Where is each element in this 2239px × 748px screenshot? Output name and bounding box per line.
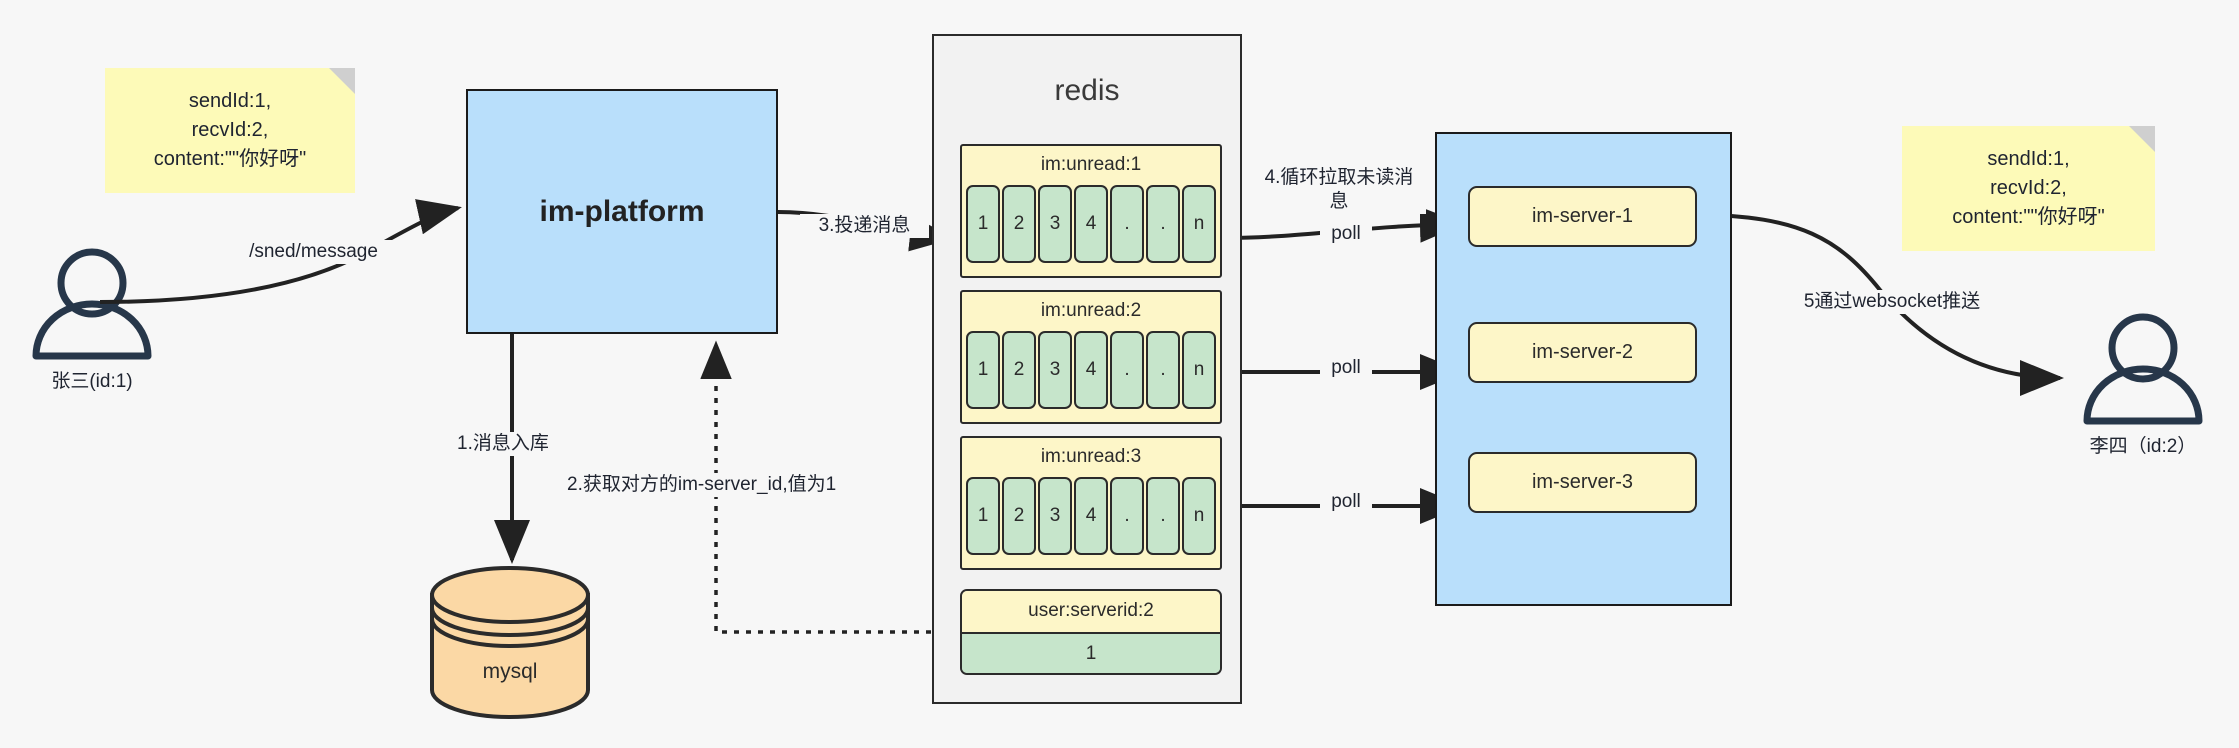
note-fold-corner <box>329 68 355 94</box>
im-server-1-label: im-server-1 <box>1531 205 1634 227</box>
redis-list-cells: 1 2 3 4 . . n <box>962 331 1220 414</box>
mysql-cylinder-icon <box>430 566 590 719</box>
list-cell: 3 <box>1038 185 1072 263</box>
list-cell: . <box>1110 331 1144 409</box>
im-server-3-label: im-server-3 <box>1531 471 1634 493</box>
list-cell: . <box>1110 477 1144 555</box>
list-cell: 2 <box>1002 477 1036 555</box>
redis-list-key: im:unread:1 <box>1040 154 1142 175</box>
receiver-person-icon <box>2083 313 2203 425</box>
list-cell: 3 <box>1038 331 1072 409</box>
list-cell: . <box>1146 477 1180 555</box>
list-cell: n <box>1182 331 1216 409</box>
im-server-2-box[interactable]: im-server-2 <box>1468 322 1697 383</box>
redis-list-im-unread-2[interactable]: im:unread:2 1 2 3 4 . . n <box>960 290 1222 424</box>
list-cell: . <box>1146 185 1180 263</box>
list-cell: 3 <box>1038 477 1072 555</box>
left-message-note: sendId:1, recvId:2, content:""你好呀" <box>105 68 355 193</box>
note-fold-corner <box>2129 126 2155 152</box>
list-cell: n <box>1182 477 1216 555</box>
list-cell: 1 <box>966 331 1000 409</box>
list-cell: 2 <box>1002 331 1036 409</box>
list-cell: 1 <box>966 477 1000 555</box>
list-cell: 4 <box>1074 185 1108 263</box>
redis-kv-user-serverid[interactable]: user:serverid:2 1 <box>960 589 1222 675</box>
edge-label-send-message: /sned/message <box>229 240 398 264</box>
redis-list-im-unread-1[interactable]: im:unread:1 1 2 3 4 . . n <box>960 144 1222 278</box>
redis-group-title: redis <box>1054 74 1120 107</box>
edge-label-step3: 3.投递消息 <box>800 214 929 238</box>
list-cell: n <box>1182 185 1216 263</box>
list-cell: 1 <box>966 185 1000 263</box>
edge-label-step4: 4.循环拉取未读消 息 <box>1252 166 1426 214</box>
redis-list-key: im:unread:2 <box>1040 300 1142 321</box>
list-cell: 4 <box>1074 331 1108 409</box>
edge-label-poll-2: poll <box>1320 356 1372 380</box>
list-cell: . <box>1146 331 1180 409</box>
edge-label-poll-3: poll <box>1320 490 1372 514</box>
sender-person-icon <box>32 248 152 360</box>
im-platform-label: im-platform <box>539 194 705 228</box>
left-note-text: sendId:1, recvId:2, content:""你好呀" <box>153 90 307 170</box>
receiver-label: 李四（id:2） <box>2089 436 2197 457</box>
redis-list-cells: 1 2 3 4 . . n <box>962 185 1220 268</box>
redis-list-key: im:unread:3 <box>1040 446 1142 467</box>
im-server-1-box[interactable]: im-server-1 <box>1468 186 1697 247</box>
edge-label-poll-1: poll <box>1320 222 1372 246</box>
edge-label-step1: 1.消息入库 <box>455 432 609 456</box>
redis-list-cells: 1 2 3 4 . . n <box>962 477 1220 560</box>
im-server-3-box[interactable]: im-server-3 <box>1468 452 1697 513</box>
edge-label-step5: 5通过websocket推送 <box>1785 290 1999 314</box>
redis-list-im-unread-3[interactable]: im:unread:3 1 2 3 4 . . n <box>960 436 1222 570</box>
edge-label-step2: 2.获取对方的im-server_id,值为1 <box>565 473 889 497</box>
right-note-text: sendId:1, recvId:2, content:""你好呀" <box>1952 148 2105 228</box>
right-message-note: sendId:1, recvId:2, content:""你好呀" <box>1902 126 2155 251</box>
redis-kv-value: 1 <box>962 632 1220 673</box>
im-platform-box[interactable]: im-platform <box>466 89 778 334</box>
im-server-2-label: im-server-2 <box>1531 341 1634 363</box>
sender-label: 张三(id:1) <box>51 371 133 392</box>
mysql-label: mysql <box>482 660 538 683</box>
redis-kv-key: user:serverid:2 <box>962 591 1220 632</box>
list-cell: 2 <box>1002 185 1036 263</box>
list-cell: . <box>1110 185 1144 263</box>
list-cell: 4 <box>1074 477 1108 555</box>
